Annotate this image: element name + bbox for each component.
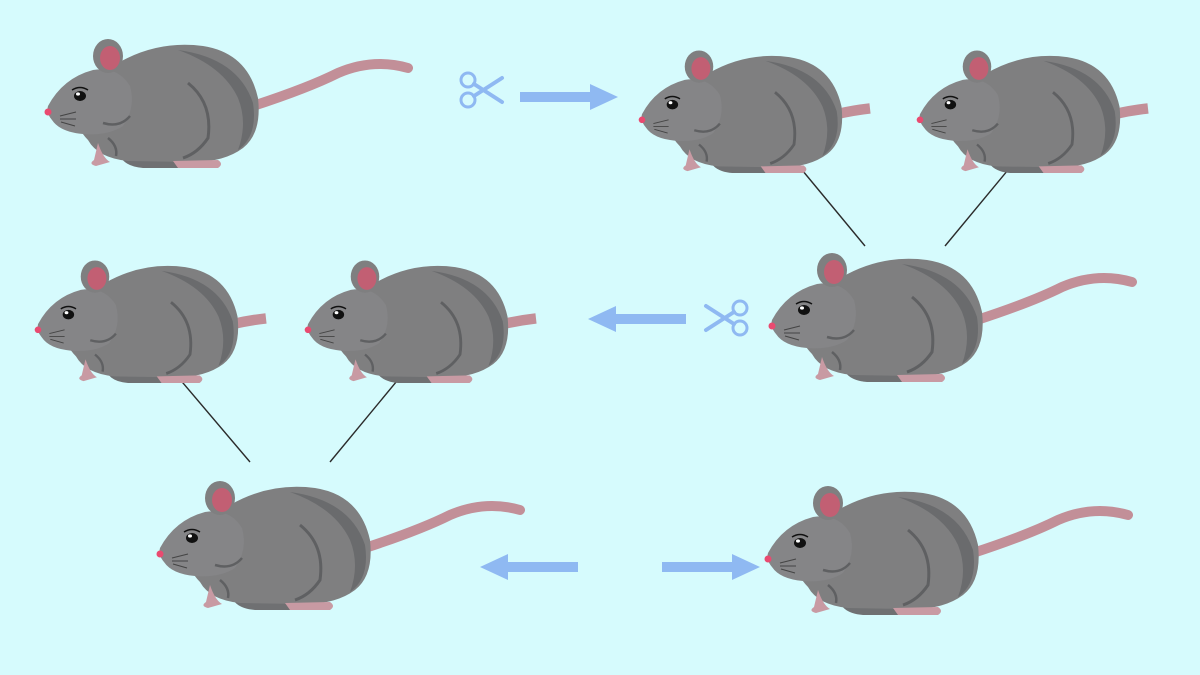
arrow-right: [662, 554, 760, 580]
line-parent-2a: [171, 369, 251, 463]
line-parent-2b: [329, 369, 407, 463]
arrow-cut-2: [588, 306, 686, 332]
arrow-cut-1: [520, 84, 618, 110]
arrow-left: [480, 554, 578, 580]
